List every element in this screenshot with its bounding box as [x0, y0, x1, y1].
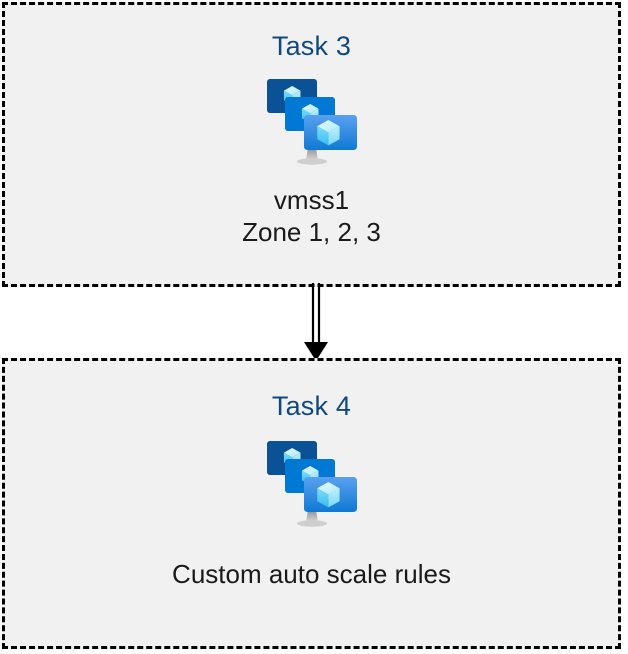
node-label-vmss-name: vmss1 — [273, 185, 350, 215]
group-title-task3: Task 3 — [271, 31, 352, 61]
group-box-task3[interactable]: Task 3 — [2, 2, 621, 287]
node-label-autoscale-rules: Custom auto scale rules — [172, 559, 451, 589]
group-box-task4[interactable]: Task 4 — [2, 358, 621, 649]
virtual-machine-scale-set-icon — [266, 79, 357, 165]
vmss-icon-wrap-task3 — [260, 74, 364, 170]
node-label-vmss-zones: Zone 1, 2, 3 — [242, 217, 381, 247]
group-title-task4: Task 4 — [271, 391, 352, 421]
vmss-icon-wrap-task4 — [260, 436, 364, 532]
node-caption-task3: vmss1 Zone 1, 2, 3 — [242, 184, 381, 248]
arrow-task3-to-task4 — [304, 283, 328, 361]
node-caption-task4: Custom auto scale rules — [172, 558, 451, 590]
virtual-machine-scale-set-icon — [266, 441, 357, 527]
